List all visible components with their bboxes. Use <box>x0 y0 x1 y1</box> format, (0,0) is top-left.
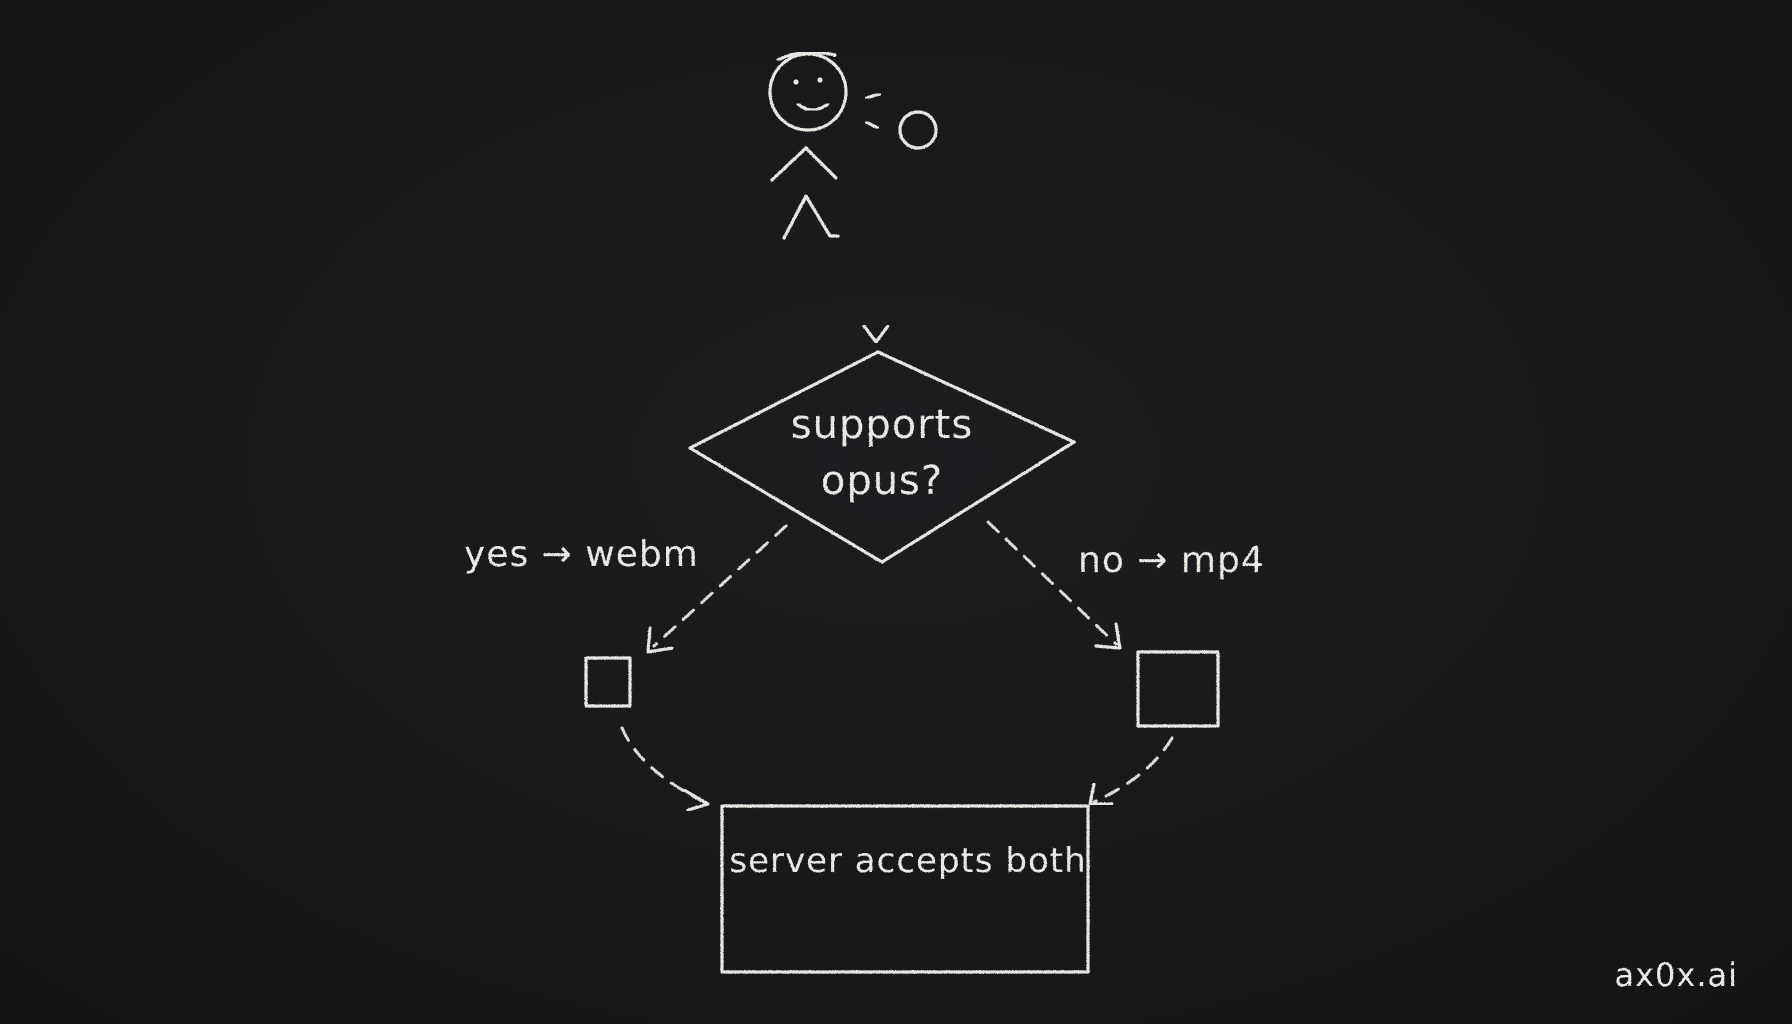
decision-diamond <box>688 350 1076 564</box>
decision-text-line1: supports <box>791 402 973 448</box>
arrow-to-decision <box>862 248 890 344</box>
arrow-no-branch <box>986 520 1122 650</box>
decision-text-line2: opus? <box>821 458 943 504</box>
mp4-box <box>1136 650 1220 728</box>
branch-yes-label: yes → webm <box>464 534 699 575</box>
stick-figure-icon <box>768 50 848 240</box>
arrow-yes-branch <box>646 524 788 654</box>
webm-box <box>584 656 632 708</box>
microphone-icon <box>894 110 950 232</box>
server-label: server accepts both <box>729 841 1086 881</box>
server-box <box>720 804 1090 974</box>
speech-marks-icon <box>862 92 882 130</box>
arrow-mp4-to-server <box>1088 736 1174 806</box>
branch-no-label: no → mp4 <box>1078 540 1265 581</box>
arrow-webm-to-server <box>620 726 710 812</box>
watermark-text: ax0x.ai <box>1614 956 1738 994</box>
